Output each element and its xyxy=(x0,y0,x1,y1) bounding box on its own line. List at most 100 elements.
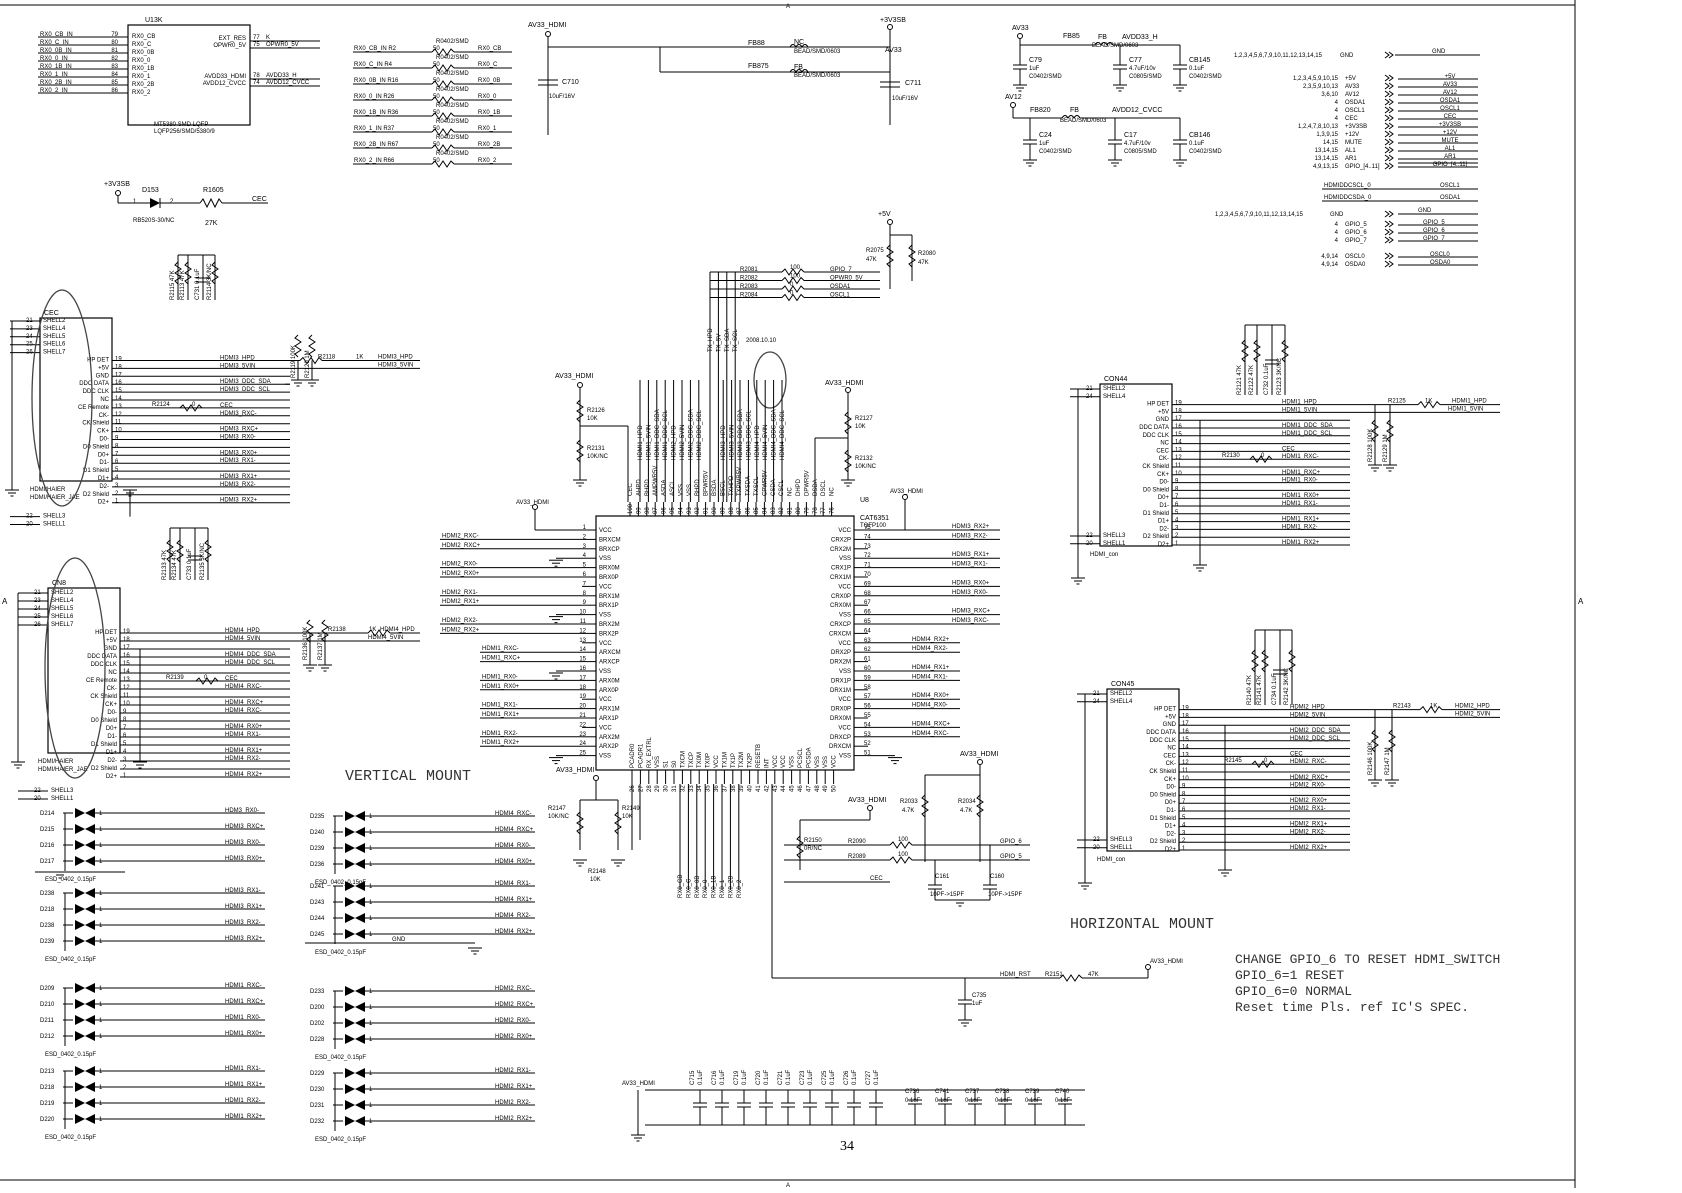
esd-diode xyxy=(85,904,95,914)
u13k-net-label: RX0_CB_IN xyxy=(40,32,73,38)
esd-pin: 1 xyxy=(369,1119,373,1125)
u8-pin-name: VCC xyxy=(599,697,612,703)
connector-net-label: HDMI4_RX0+ xyxy=(225,724,263,730)
u8-pin-number: 75 xyxy=(864,525,871,531)
support-net: OPWR0_5V xyxy=(830,276,863,282)
u8-pin-name: TX1M xyxy=(722,752,728,768)
decoup-cap-val: 0.1uF xyxy=(995,1098,1011,1104)
u8-pin-name: VCC xyxy=(832,755,838,768)
pullup-label: R2113 47K xyxy=(180,270,186,300)
esd-pin: 1 xyxy=(369,1071,373,1077)
connector-net-label: HDMI4_RX1+ xyxy=(225,748,263,754)
u8-pin-name: VCC xyxy=(838,697,851,703)
u13k-pin-number: 83 xyxy=(111,64,118,70)
connector-net-label: HDMI3_RX1+ xyxy=(220,474,258,480)
offpage-pins: 4 xyxy=(1335,238,1339,244)
esd-diode-ref: D232 xyxy=(310,1119,325,1125)
connector-pin-number: 4 xyxy=(115,475,119,481)
series-out-label: RX0_2B xyxy=(478,142,500,148)
esd-pin: 1 xyxy=(369,862,373,868)
connector-pin-number: 14 xyxy=(115,396,122,402)
rail-node xyxy=(577,382,583,388)
connector-pin-name: SHELL5 xyxy=(51,606,74,612)
connector-pin-name: DDC CLK xyxy=(91,662,117,668)
u8-net-label: HDMI1_RX1+ xyxy=(482,712,520,718)
connector-net-label: HDMI3_HPD xyxy=(220,356,255,362)
u8-top-net-label: HDMI2_HPD xyxy=(672,425,678,460)
pulldown-resistor xyxy=(306,619,314,643)
connector-pin-name: CK- xyxy=(107,686,117,692)
u8-pin-name: VCC xyxy=(599,584,612,590)
u8-net-label: HDMI1_RX0- xyxy=(482,674,518,680)
r-cec-val: 0 xyxy=(192,402,196,408)
u13k-net-label: AVDD33_H xyxy=(266,73,297,79)
page-number: 34 xyxy=(840,1139,854,1154)
esd-diode-ref: D219 xyxy=(40,1101,55,1107)
r2034-ref: R2034 xyxy=(958,799,976,805)
offpage-sig: MUTE xyxy=(1345,140,1362,146)
ic-u13k: U13K MT5380 SMD LQFP LQFP256/SMD/5380/9 … xyxy=(38,17,320,135)
decoup-cap-ref: C740 xyxy=(1055,1089,1070,1095)
u13k-pin-name: RX0_0B xyxy=(132,50,154,56)
connector-net-label: HDMI3_RX0- xyxy=(220,435,256,441)
u8-net-label: HDMI2_RXC- xyxy=(442,533,479,539)
offpage-sig: CEC xyxy=(1345,116,1358,122)
connector-pin-name: SHELL1 xyxy=(1110,845,1133,851)
u8-pin-name: DRXCP xyxy=(830,735,851,741)
cec-rail-label: +3V3SB xyxy=(104,181,130,188)
pullup-label: R2134 47K xyxy=(172,550,178,580)
decoup-cap-val: 0.1uF xyxy=(852,1069,858,1085)
support-resistor xyxy=(781,268,805,276)
esd-diode-ref: D231 xyxy=(310,1103,325,1109)
connector-pin-number: 15 xyxy=(1182,737,1189,743)
u13k-net-label: RX0_C_IN xyxy=(40,40,69,46)
avdd33-h-label: AVDD33_H xyxy=(1122,34,1158,41)
net-label: HDMI4_HPD xyxy=(380,627,415,633)
u8-pin-number: 83 xyxy=(771,507,777,514)
esd-net-label: HDMI3_RXC+ xyxy=(225,824,264,830)
esd-diode-ref: D241 xyxy=(310,884,325,890)
r-cec-val: 0 xyxy=(204,675,208,681)
cap-ref: CB145 xyxy=(1189,57,1211,64)
offpage-arrow xyxy=(1384,82,1394,90)
u8-pin-name: BHPD xyxy=(645,479,651,496)
connector-pin-name: NC xyxy=(108,670,117,676)
esd-diode xyxy=(355,986,365,996)
connector-pin-number: 11 xyxy=(115,420,122,426)
esd-diode xyxy=(355,913,365,923)
esd-diode-ref: D239 xyxy=(310,846,325,852)
esd-diode xyxy=(355,859,365,869)
r2150-ref: R2150 xyxy=(804,838,822,844)
u8-pin-number: 86 xyxy=(746,507,752,514)
u8-net-label: HDMI2_RX0+ xyxy=(442,571,480,577)
u8-bottom-net-label: RX0_2 xyxy=(737,879,743,898)
decoup-cap-val: 0.1uF xyxy=(742,1069,748,1085)
connector-pin-name: SHELL3 xyxy=(1103,533,1126,539)
u8-pin-number: 48 xyxy=(815,785,821,792)
u8-pin-number: 74 xyxy=(864,534,871,540)
connector-pin-number: 18 xyxy=(123,637,130,643)
u8-pin-name: VSS xyxy=(599,613,611,619)
avdd12-label: AVDD12_CVCC xyxy=(1112,107,1162,114)
u8-net-label: HDMI2_RX2+ xyxy=(442,627,480,633)
connector-pin-name: HP DET xyxy=(1147,402,1169,408)
esd-diode xyxy=(75,808,85,818)
connector-pin-number: 3 xyxy=(123,757,127,763)
offpage-net: OSDA0 xyxy=(1430,260,1451,266)
offpage-pins: 1,2,3,4,5,6,7,9,10,11,12,13,14,15 xyxy=(1234,53,1323,59)
connector-net-label: HDMI2_RX1- xyxy=(1290,806,1326,812)
decoup-rail-label: AV33_HDMI xyxy=(622,1081,655,1087)
plus5v-label: +5V xyxy=(878,211,891,218)
connector-pin-name: D2+ xyxy=(1158,542,1170,548)
u8-pin-number: 65 xyxy=(864,619,871,625)
pulldown-resistor xyxy=(1386,419,1394,443)
connector-pin-number: 9 xyxy=(123,709,127,715)
connector-pin-name: HP DET xyxy=(95,630,117,636)
connector-pin-name: GND xyxy=(104,646,118,652)
u8-pin-number: 98 xyxy=(645,507,651,514)
connector-pin-name: SHELL2 xyxy=(51,590,74,596)
u8-pin-number: 50 xyxy=(832,785,838,792)
esd-net-label: HDMI3_RX0+ xyxy=(225,856,263,862)
u8-pin-name: VSS xyxy=(823,756,829,768)
esd-diode xyxy=(345,1018,355,1028)
